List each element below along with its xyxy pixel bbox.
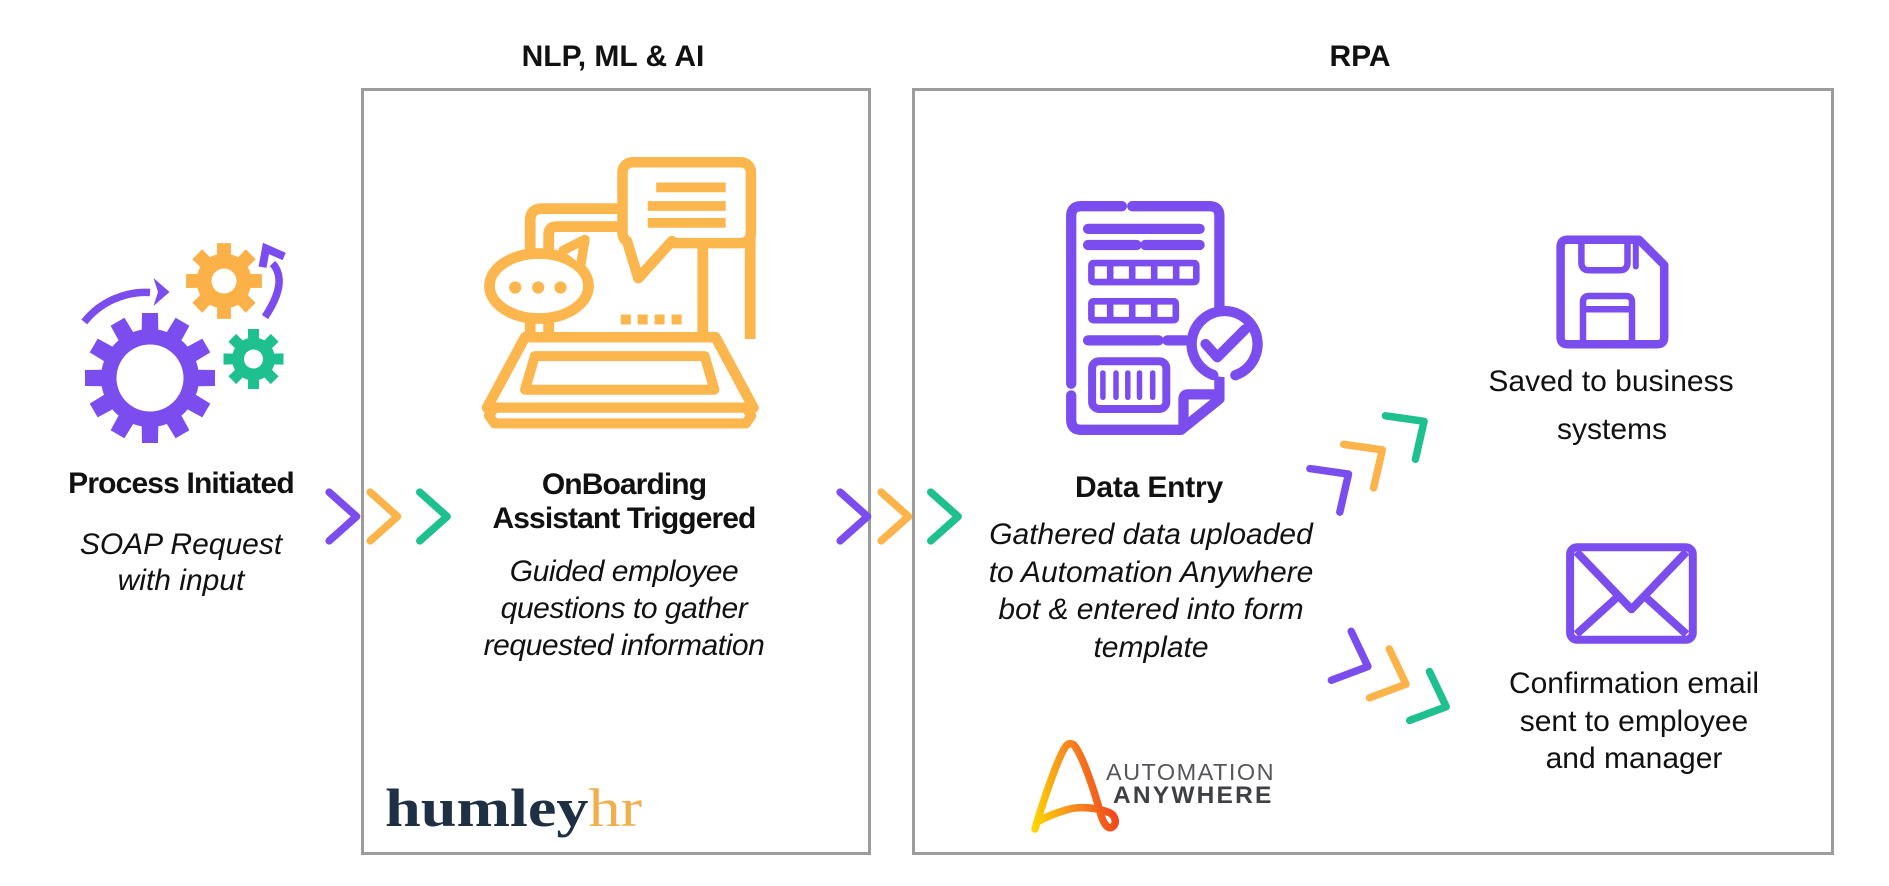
svg-text:AUTOMATION: AUTOMATION [1106, 759, 1275, 785]
svg-text:ANYWHERE: ANYWHERE [1113, 782, 1274, 809]
